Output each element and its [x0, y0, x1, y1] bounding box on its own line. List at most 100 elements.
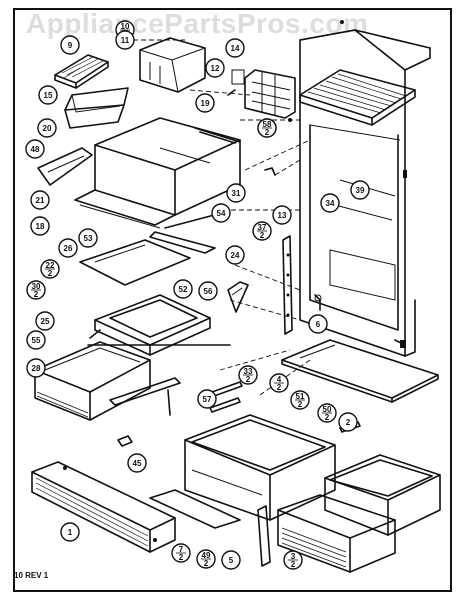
callout-49-2: 492: [196, 549, 216, 569]
callout-13: 13: [272, 205, 292, 225]
diagram-frame: [13, 8, 452, 592]
svg-text:11: 11: [121, 36, 130, 45]
svg-text:12: 12: [211, 64, 220, 73]
svg-text:53: 53: [84, 234, 93, 243]
svg-text:2: 2: [277, 383, 282, 392]
svg-text:48: 48: [31, 145, 40, 154]
large-glass-shelf: [281, 339, 439, 403]
callout-5: 5: [221, 550, 241, 570]
kick-plate-grille: [31, 461, 176, 553]
callout-56: 56: [198, 281, 218, 301]
ice-maker-housing: [139, 37, 206, 93]
svg-text:57: 57: [203, 395, 212, 404]
callout-28: 28: [26, 358, 46, 378]
callout-9: 9: [60, 35, 80, 55]
callout-52: 52: [173, 279, 193, 299]
top-wire-shelf: [299, 69, 416, 126]
right-crisper-drawer: [324, 454, 441, 536]
callout-30-2: 302: [26, 280, 46, 300]
svg-text:58: 58: [263, 120, 272, 129]
callout-6: 6: [308, 314, 328, 334]
svg-text:39: 39: [356, 186, 365, 195]
svg-text:24: 24: [231, 251, 240, 260]
callout-14: 14: [225, 38, 245, 58]
callout-57: 57: [197, 389, 217, 409]
callout-45: 45: [127, 453, 147, 473]
callout-21: 21: [30, 190, 50, 210]
callout-54: 54: [211, 203, 231, 223]
svg-text:37: 37: [258, 223, 267, 232]
svg-text:34: 34: [326, 199, 335, 208]
callout-22-2: 222: [40, 259, 60, 279]
divider-bracket: [227, 281, 249, 313]
callout-51-2: 512: [290, 390, 310, 410]
svg-text:19: 19: [201, 99, 210, 108]
svg-text:2: 2: [346, 418, 351, 427]
svg-text:7: 7: [179, 545, 184, 554]
svg-text:6: 6: [316, 320, 321, 329]
callout-3-2: 32: [283, 550, 303, 570]
svg-text:49: 49: [202, 551, 211, 560]
svg-text:15: 15: [44, 91, 53, 100]
callout-34: 34: [320, 193, 340, 213]
svg-text:3: 3: [291, 552, 296, 561]
callout-50-2: 502: [317, 403, 337, 423]
svg-text:13: 13: [278, 211, 287, 220]
svg-text:2: 2: [48, 269, 53, 278]
svg-text:20: 20: [43, 124, 52, 133]
svg-text:4: 4: [277, 375, 282, 384]
callout-53: 53: [78, 228, 98, 248]
callout-4-2: 42: [269, 373, 289, 393]
svg-text:2: 2: [260, 231, 265, 240]
callout-24: 24: [225, 245, 245, 265]
svg-text:45: 45: [133, 459, 142, 468]
ice-bin: [64, 87, 129, 129]
svg-text:14: 14: [231, 44, 240, 53]
callout-2: 2: [338, 412, 358, 432]
callout-20: 20: [37, 118, 57, 138]
svg-text:2: 2: [291, 560, 296, 569]
svg-text:2: 2: [265, 128, 270, 137]
svg-text:50: 50: [323, 405, 332, 414]
callout-7-2: 72: [171, 543, 191, 563]
svg-text:18: 18: [36, 222, 45, 231]
svg-text:33: 33: [244, 367, 253, 376]
callout-58-2: 582: [257, 118, 277, 138]
svg-text:2: 2: [34, 290, 39, 299]
bottom-right-drawer: [277, 494, 396, 573]
small-parts-top: [227, 20, 344, 176]
svg-text:2: 2: [246, 375, 251, 384]
callout-11: 11: [115, 30, 135, 50]
callout-26: 26: [58, 238, 78, 258]
svg-text:10: 10: [121, 22, 130, 31]
callout-18: 18: [30, 216, 50, 236]
callout-19: 19: [195, 93, 215, 113]
callout-39: 39: [350, 180, 370, 200]
vertical-rail: [282, 235, 293, 335]
revision-label: 10 REV 1: [14, 571, 49, 580]
callout-48: 48: [25, 139, 45, 159]
svg-text:51: 51: [296, 392, 305, 401]
side-bracket-rack: [244, 69, 296, 119]
svg-text:22: 22: [46, 261, 55, 270]
callout-25: 25: [35, 311, 55, 331]
svg-text:2: 2: [204, 559, 209, 568]
crisper-door-panel: [37, 147, 93, 186]
callout-31: 31: [226, 183, 246, 203]
svg-text:2: 2: [298, 400, 303, 409]
left-drawer: [34, 341, 151, 421]
svg-text:2: 2: [325, 413, 330, 422]
callout-12: 12: [205, 58, 225, 78]
callout-33-2: 332: [238, 365, 258, 385]
svg-text:9: 9: [68, 41, 73, 50]
svg-text:54: 54: [217, 209, 226, 218]
svg-text:30: 30: [32, 282, 41, 291]
svg-text:52: 52: [179, 285, 188, 294]
callout-55: 55: [26, 330, 46, 350]
callouts: 9102111412132151920485822118315439341337…: [25, 20, 370, 570]
svg-text:5: 5: [229, 556, 234, 565]
svg-text:31: 31: [232, 189, 241, 198]
drawer-slide: [109, 377, 181, 416]
callout-15: 15: [38, 85, 58, 105]
